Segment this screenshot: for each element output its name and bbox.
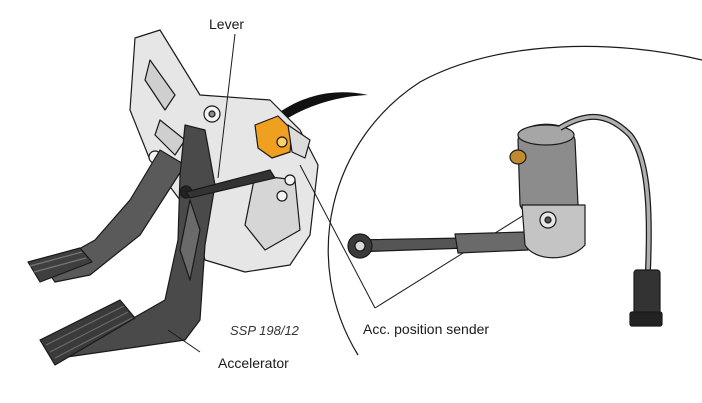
magnifier-outline <box>327 45 702 356</box>
lever-label: Lever <box>209 16 245 32</box>
lever-rod <box>185 169 276 199</box>
ssp-reference: SSP 198/12 <box>230 323 299 338</box>
sender-detail <box>347 113 663 327</box>
accelerator-label: Accelerator <box>218 355 289 371</box>
sender-label: Acc. position sender <box>363 321 490 337</box>
accelerator-pedal <box>39 124 216 366</box>
zoom-arrow <box>280 92 368 118</box>
sender-highlight <box>254 115 311 159</box>
leader-lines <box>167 33 541 353</box>
pedal-bracket <box>129 29 319 273</box>
rear-pedal <box>27 149 186 283</box>
